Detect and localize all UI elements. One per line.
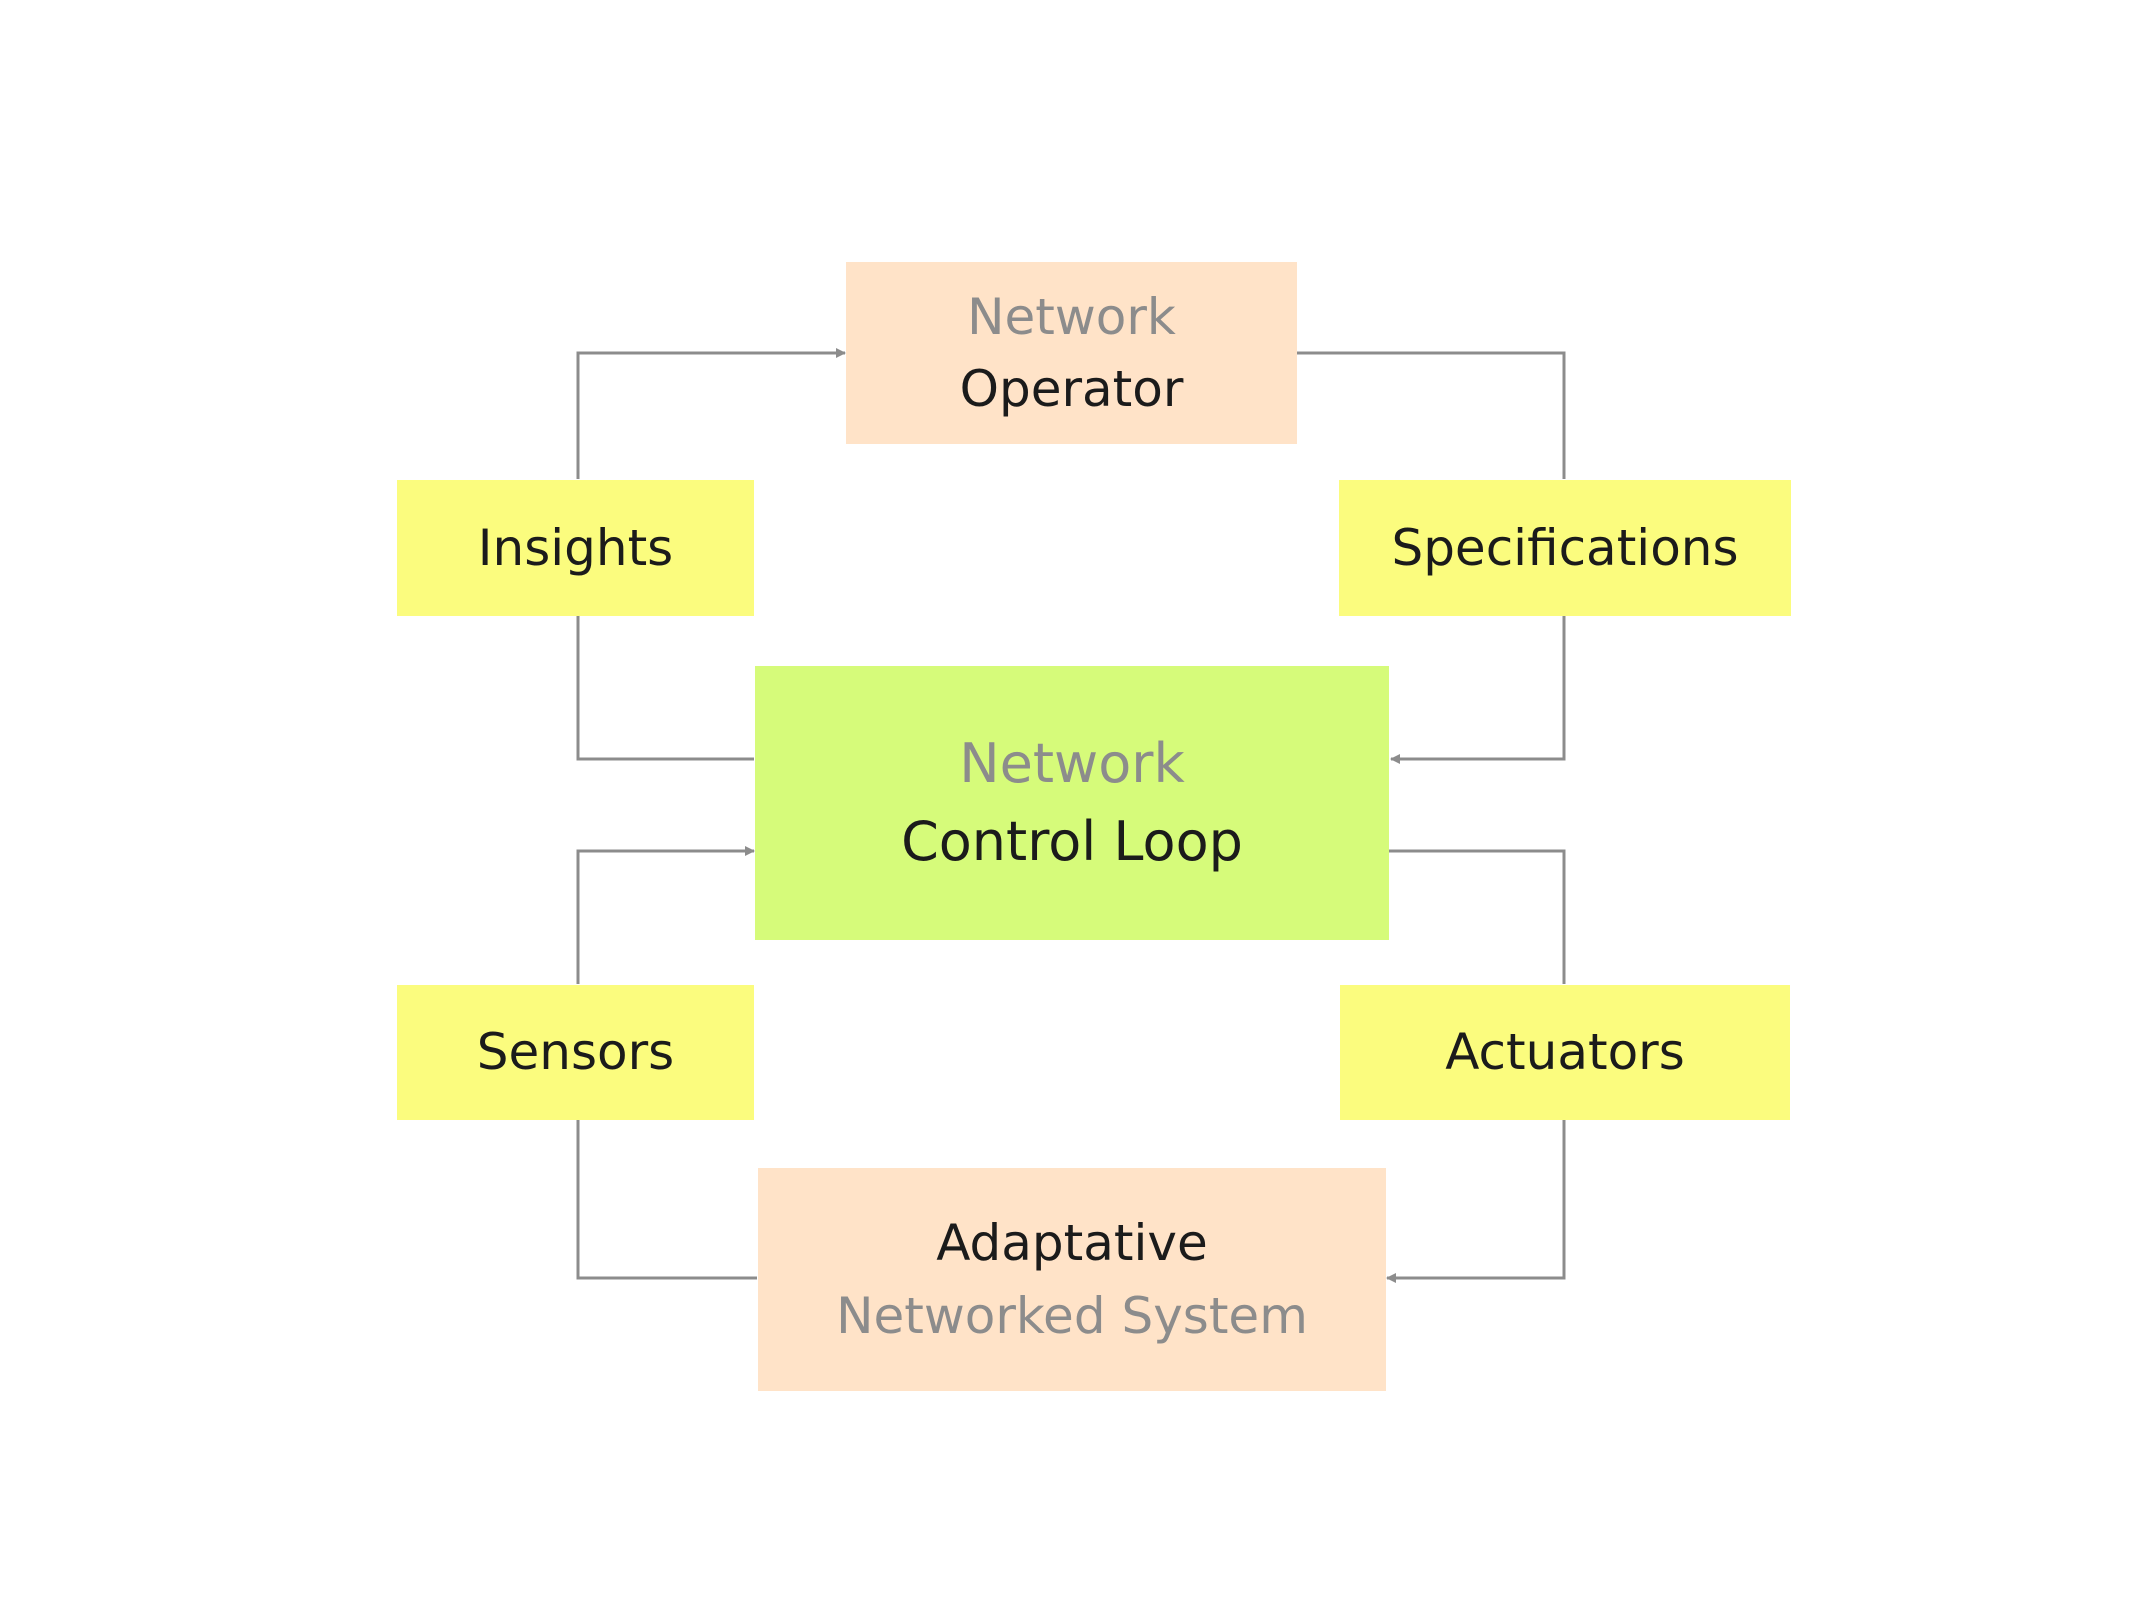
- adaptative-system-box: Adaptative Networked System: [758, 1168, 1386, 1391]
- insights-box: Insights: [397, 480, 754, 616]
- insights-label: Insights: [477, 518, 674, 577]
- sensors-box: Sensors: [397, 985, 754, 1120]
- network-operator-line1: Network: [967, 287, 1176, 346]
- actuators-box: Actuators: [1340, 985, 1790, 1120]
- specifications-box: Specifications: [1339, 480, 1791, 616]
- connector-sensors-to-control-loop: [576, 846, 755, 984]
- control-loop-box: Network Control Loop: [755, 666, 1389, 940]
- actuators-label: Actuators: [1445, 1023, 1685, 1082]
- connector-system-to-sensors: [576, 1120, 757, 1280]
- specifications-label: Specifications: [1391, 518, 1739, 577]
- control-loop-line2: Control Loop: [901, 810, 1243, 873]
- connector-operator-to-specifications: [1297, 351, 1566, 479]
- control-loop-line1: Network: [959, 731, 1185, 795]
- connector-specifications-to-control-loop: [1390, 616, 1566, 764]
- connector-insights-to-operator: [576, 348, 846, 479]
- connector-actuators-to-system: [1386, 1120, 1566, 1283]
- adaptative-system-line2: Networked System: [836, 1286, 1308, 1345]
- network-operator-line2: Operator: [959, 360, 1184, 418]
- sensors-label: Sensors: [476, 1023, 675, 1082]
- connector-control-loop-to-insights: [576, 616, 754, 761]
- adaptative-system-line1: Adaptative: [936, 1214, 1208, 1272]
- network-operator-box: Network Operator: [846, 262, 1297, 444]
- connector-control-loop-to-actuators: [1389, 849, 1566, 984]
